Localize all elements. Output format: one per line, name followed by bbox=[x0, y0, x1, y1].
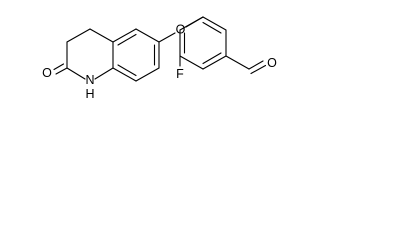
bond-n1-c8a bbox=[94, 67, 114, 80]
bond-c2-o-double bbox=[53, 63, 65, 71]
bond-c3-c4 bbox=[66, 28, 91, 43]
bond-c1p-c2p-inner bbox=[202, 21, 222, 34]
bonds bbox=[53, 16, 267, 82]
atom-label-f: F bbox=[176, 67, 184, 81]
bond-cho-o-double bbox=[250, 64, 267, 75]
bond-c8-c8a bbox=[112, 67, 137, 82]
bond-c6-o bbox=[158, 32, 176, 43]
bond-c3p-c4p bbox=[202, 55, 227, 70]
atom-label-o-ether: O bbox=[176, 23, 186, 37]
bond-c2-n1 bbox=[66, 67, 86, 80]
bond-c7-c8 bbox=[135, 67, 160, 82]
bond-c4a-c5 bbox=[112, 28, 137, 43]
chemical-structure: O F O N H O bbox=[42, 16, 277, 102]
bond-c5-c6 bbox=[135, 28, 160, 43]
bond-ring-cho bbox=[225, 55, 250, 70]
bond-cho-o bbox=[248, 60, 264, 70]
atom-label-o-aldehyde: O bbox=[267, 56, 277, 70]
atom-label-n: N bbox=[85, 73, 94, 87]
bond-c6p-c1p bbox=[179, 16, 204, 31]
atom-labels: O F O N H O bbox=[42, 23, 277, 102]
bond-c4a-c5-inner bbox=[117, 33, 137, 46]
bond-c2-o bbox=[55, 67, 68, 75]
atom-label-h: H bbox=[85, 87, 94, 101]
bond-c3p-c4p-inner bbox=[202, 52, 222, 65]
bond-c4-c4a bbox=[89, 28, 114, 43]
atom-label-o-carbonyl: O bbox=[42, 66, 52, 80]
bond-c8-c8a-inner bbox=[117, 64, 137, 77]
bond-c4p-c5p bbox=[179, 55, 204, 70]
bond-c1p-c2p bbox=[202, 16, 227, 31]
